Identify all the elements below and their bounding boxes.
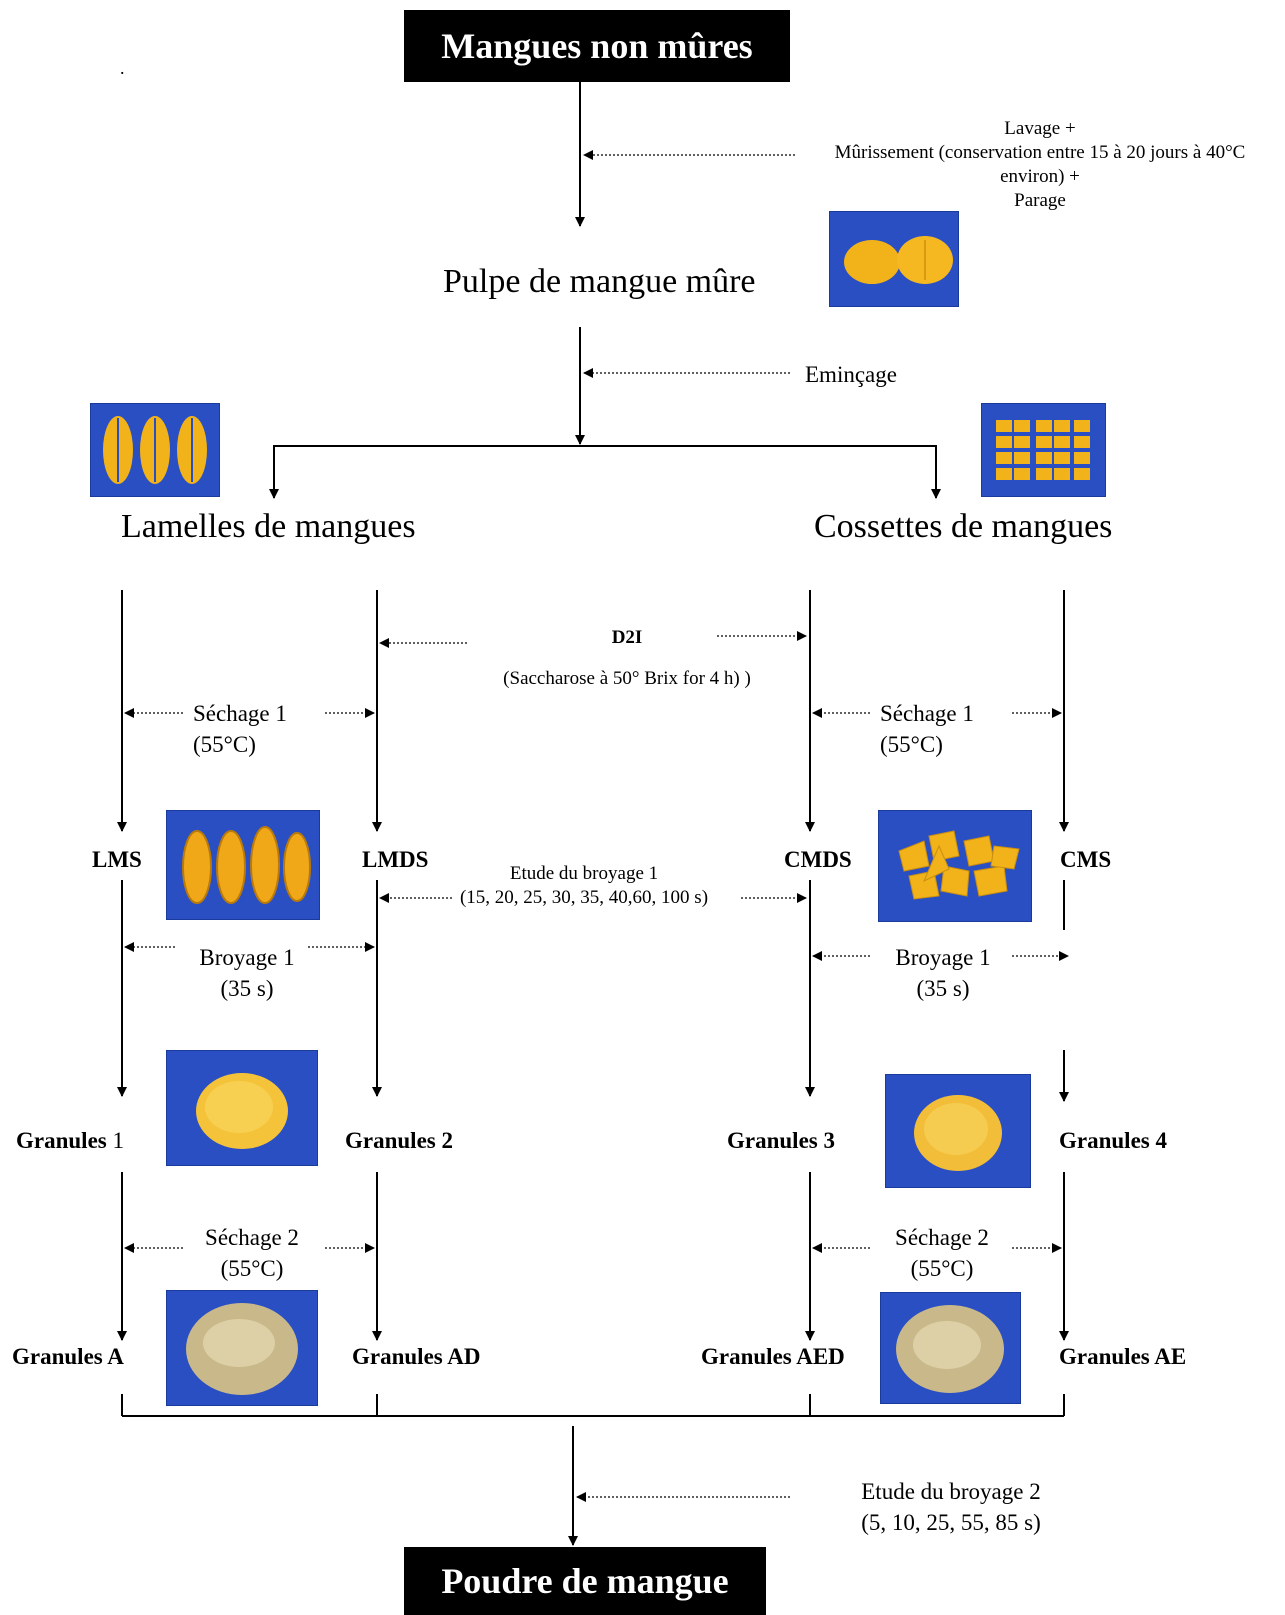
- broyage1-left: Broyage 1 (35 s): [199, 945, 295, 1001]
- photo-granules-4: [885, 1074, 1031, 1188]
- end-box: Poudre de mangue: [404, 1547, 766, 1615]
- photo-lms: [166, 810, 320, 920]
- emincage-label: Eminçage: [805, 362, 897, 387]
- node-lmds: LMDS: [362, 847, 429, 872]
- node-cmds: CMDS: [784, 847, 852, 872]
- node-lms: LMS: [92, 847, 142, 872]
- node-granules-4: Granules 4: [1059, 1128, 1167, 1153]
- node-granules-1: Granules 1: [16, 1128, 124, 1153]
- sechage2-left: Séchage 2 (55°C): [205, 1225, 299, 1281]
- stray-dot: .: [120, 58, 125, 78]
- broyage1-right: Broyage 1 (35 s): [895, 945, 991, 1001]
- node-granules-2: Granules 2: [345, 1128, 453, 1153]
- node-granules-3: Granules 3: [727, 1128, 835, 1153]
- cossettes-label: Cossettes de mangues: [814, 508, 1113, 545]
- sechage2-right: Séchage 2 (55°C): [895, 1225, 989, 1281]
- etude-broyage2-label: Etude du broyage 2 (5, 10, 25, 55, 85 s): [861, 1479, 1041, 1535]
- start-box: Mangues non mûres: [404, 10, 790, 82]
- photo-granules-1: [166, 1050, 318, 1166]
- photo-granules-aed: [880, 1292, 1021, 1404]
- photo-granules-a: [166, 1290, 318, 1406]
- node-granules-ae: Granules AE: [1059, 1344, 1187, 1369]
- node-granules-a: Granules A: [12, 1344, 124, 1369]
- sechage1-left: Séchage 1 (55°C): [193, 701, 287, 757]
- node-granules-ad: Granules AD: [352, 1344, 481, 1369]
- photo-cmds: [878, 810, 1032, 922]
- node-granules-aed: Granules AED: [701, 1344, 845, 1369]
- photo-cossettes: [981, 403, 1106, 497]
- sechage1-right: Séchage 1 (55°C): [880, 701, 974, 757]
- d2i-description: (Saccharose à 50° Brix for 4 h) ): [503, 668, 751, 689]
- photo-lamelles: [90, 403, 220, 497]
- lamelles-label: Lamelles de mangues: [121, 508, 416, 545]
- photo-mango-halves: [829, 211, 959, 307]
- etude-broyage1-label: Etude du broyage 1 (15, 20, 25, 30, 35, …: [459, 863, 709, 908]
- d2i-title: D2I: [611, 627, 643, 648]
- node-cms: CMS: [1060, 847, 1112, 872]
- pulpe-label: Pulpe de mangue mûre: [443, 263, 756, 300]
- prep-step-label: Lavage + Mûrissement (conservation entre…: [834, 118, 1246, 211]
